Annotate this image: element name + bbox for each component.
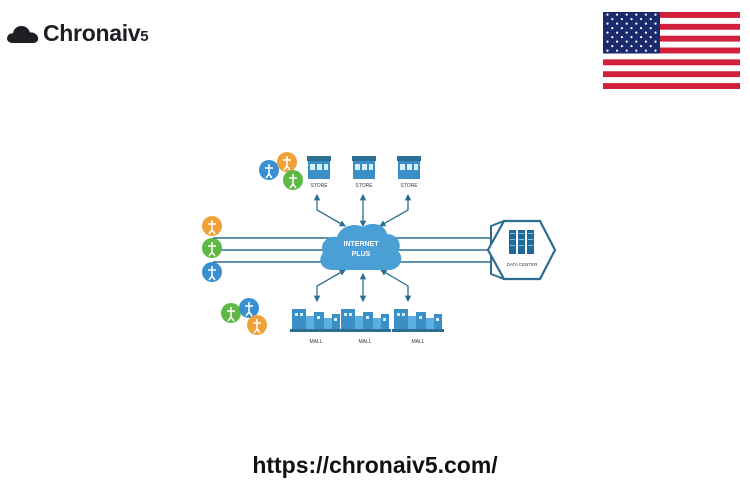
network-diagram: INTERNET PLUS DATA CENTER STORE STORE <box>202 152 557 345</box>
flag-star <box>635 49 638 52</box>
flag-stripe <box>603 41 740 48</box>
mall-2: MALL <box>339 309 391 345</box>
flag-star <box>635 31 638 34</box>
website-url[interactable]: https://chronaiv5.com/ <box>252 452 498 478</box>
flag-star <box>654 49 657 52</box>
flag-star <box>630 45 633 48</box>
us-flag-icon[interactable] <box>603 12 740 89</box>
hub-label-line1: INTERNET <box>344 241 380 248</box>
flag-star <box>616 22 619 25</box>
hub-label-line2: PLUS <box>352 251 371 258</box>
flag-star <box>625 13 628 16</box>
store-label: STORE <box>400 183 418 189</box>
store-3: STORE <box>397 156 421 189</box>
flag-star <box>635 40 638 43</box>
cloud-icon <box>7 25 39 43</box>
flag-star <box>620 45 623 48</box>
flag-star <box>654 13 657 16</box>
flag-star <box>611 27 614 30</box>
brand-logo[interactable]: Chronaiv5 <box>6 20 149 47</box>
flag-stripe <box>603 83 740 89</box>
flag-star <box>649 18 652 21</box>
mall-3: MALL <box>392 309 444 345</box>
flag-star <box>625 31 628 34</box>
flag-star <box>635 13 638 16</box>
people-group-left <box>202 216 222 282</box>
flag-star <box>640 36 643 39</box>
flag-star <box>644 49 647 52</box>
flag-star <box>630 36 633 39</box>
flag-star <box>630 27 633 30</box>
mall-arrows <box>313 269 412 303</box>
brand-name: Chronaiv5 <box>43 20 149 46</box>
flag-star <box>644 22 647 25</box>
flag-star <box>649 27 652 30</box>
flag-star <box>630 18 633 21</box>
flag-star <box>620 36 623 39</box>
store-2: STORE <box>352 156 376 189</box>
flag-star <box>654 22 657 25</box>
flag-star <box>606 13 609 16</box>
mall-label: MALL <box>358 339 371 345</box>
people-group-top <box>259 152 303 190</box>
flag-star <box>616 40 619 43</box>
flag-star <box>616 31 619 34</box>
flag-stripe <box>603 47 740 54</box>
flag-stripe <box>603 53 740 60</box>
flag-stripe <box>603 17 740 25</box>
flag-star <box>606 40 609 43</box>
flag-star <box>649 45 652 48</box>
flag-star <box>654 31 657 34</box>
flag-star <box>644 40 647 43</box>
flag-star <box>606 31 609 34</box>
flag-star <box>620 27 623 30</box>
data-center: DATA CENTER <box>486 219 557 281</box>
mall-label: MALL <box>309 339 322 345</box>
people-group-bottom <box>221 298 267 335</box>
flag-stripe <box>603 71 740 78</box>
flag-star <box>611 36 614 39</box>
flag-stripe <box>603 65 740 72</box>
flag-star <box>611 18 614 21</box>
flag-star <box>625 22 628 25</box>
flag-star <box>620 18 623 21</box>
flag-star <box>606 22 609 25</box>
store-1: STORE <box>307 156 331 189</box>
mall-label: MALL <box>411 339 424 345</box>
flag-star <box>640 45 643 48</box>
internet-cloud: INTERNET PLUS <box>320 223 402 270</box>
flag-star <box>640 18 643 21</box>
brand-suffix: 5 <box>140 28 149 45</box>
store-label: STORE <box>310 183 328 189</box>
flag-star <box>611 45 614 48</box>
flag-star <box>654 40 657 43</box>
flag-star <box>644 31 647 34</box>
flag-stripe <box>603 23 740 30</box>
mall-1: MALL <box>290 309 342 345</box>
flag-stripe <box>603 59 740 66</box>
flag-star <box>635 22 638 25</box>
store-label: STORE <box>355 183 373 189</box>
flag-star <box>644 13 647 16</box>
flag-star <box>606 49 609 52</box>
flag-star <box>616 49 619 52</box>
flag-stripe <box>603 12 740 19</box>
flag-stripe <box>603 29 740 36</box>
datacenter-label: DATA CENTER <box>507 262 539 267</box>
flag-star <box>649 36 652 39</box>
flag-star <box>616 13 619 16</box>
flag-stripe <box>603 77 740 84</box>
flag-star <box>640 27 643 30</box>
flag-star <box>625 49 628 52</box>
flag-star <box>625 40 628 43</box>
flag-stripe <box>603 35 740 42</box>
store-arrows <box>313 193 412 228</box>
